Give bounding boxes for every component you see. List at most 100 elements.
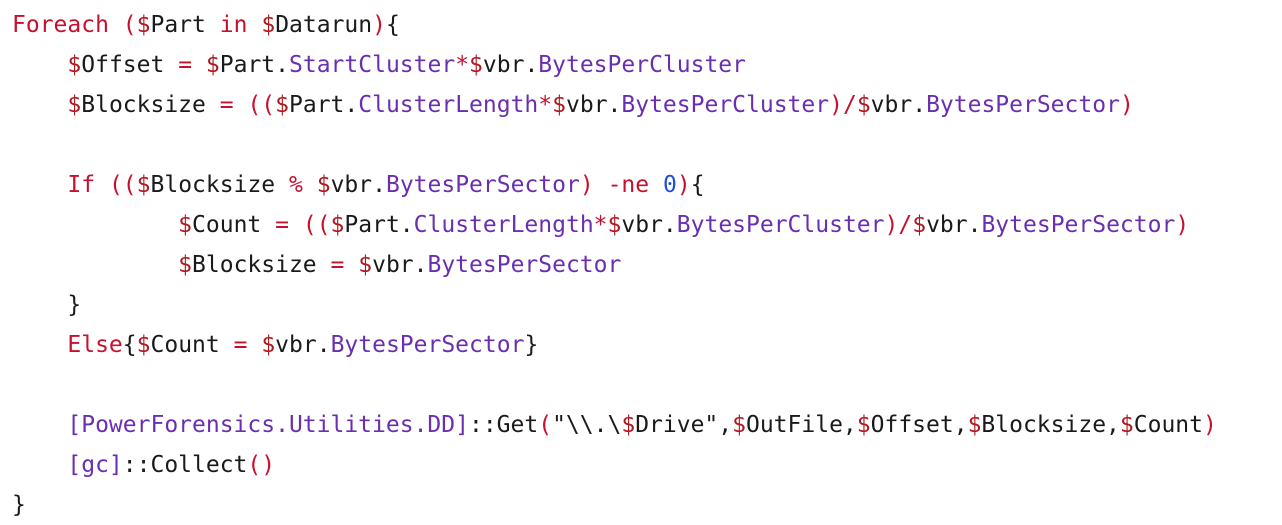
code-token: ::Collect [122, 452, 248, 478]
code-token: Drive", [635, 412, 733, 438]
code-line [12, 365, 1282, 405]
code-token [247, 332, 261, 358]
code-token: ClusterLength [358, 92, 539, 118]
code-line: Foreach ($Part in $Datarun){ [12, 5, 1282, 45]
code-token: vbr. [870, 92, 927, 118]
code-token: $ [136, 332, 151, 358]
code-token: $ [178, 212, 193, 238]
code-token: $ [316, 172, 331, 198]
code-token: (( [247, 92, 276, 118]
code-token: vbr. [566, 92, 622, 118]
code-token: $ [967, 412, 982, 438]
code-token: -ne [607, 172, 650, 198]
code-token: () [247, 452, 276, 478]
code-token: [PowerForensics.Utilities.DD] [67, 412, 469, 438]
code-token: * [593, 212, 608, 238]
code-token: BytesPerSector [385, 172, 580, 198]
code-token [12, 172, 67, 198]
code-token [192, 52, 206, 78]
code-token: in [219, 12, 248, 38]
code-token: Count [150, 332, 234, 358]
code-token [109, 12, 123, 38]
code-token: { [385, 12, 400, 38]
code-token: BytesPerCluster [538, 52, 747, 78]
code-token: BytesPerCluster [676, 212, 885, 238]
code-token: $ [621, 412, 636, 438]
code-token: Count [192, 212, 276, 238]
code-line: [PowerForensics.Utilities.DD]::Get("\\.\… [12, 405, 1282, 445]
code-token: * [455, 52, 470, 78]
code-token: (( [108, 172, 137, 198]
code-token: $ [912, 212, 927, 238]
code-token: $ [261, 332, 276, 358]
code-token [12, 92, 67, 118]
code-line: Else{$Count = $vbr.BytesPerSector} [12, 325, 1282, 365]
code-line: } [12, 285, 1282, 325]
code-token: $ [178, 252, 193, 278]
code-token: * [538, 92, 553, 118]
code-token [649, 172, 663, 198]
code-token: "\\.\ [552, 412, 622, 438]
code-token [594, 172, 608, 198]
code-token: 0 [662, 172, 677, 198]
code-token: Blocksize, [981, 412, 1120, 438]
code-token: } [12, 292, 82, 318]
code-token: $ [205, 52, 220, 78]
code-token [344, 252, 358, 278]
code-token: )/ [884, 212, 913, 238]
code-token [303, 172, 317, 198]
code-token: $ [136, 172, 151, 198]
code-token: } [524, 332, 539, 358]
code-token: Part. [219, 52, 290, 78]
code-token [12, 332, 67, 358]
code-token: $ [67, 52, 82, 78]
code-token: = [219, 92, 234, 118]
code-token: $ [1119, 412, 1134, 438]
code-token: vbr. [926, 212, 982, 238]
code-line: $Blocksize = (($Part.ClusterLength*$vbr.… [12, 85, 1282, 125]
code-token: { [122, 332, 137, 358]
code-token: $ [552, 92, 566, 118]
code-token: Blocksize [81, 92, 220, 118]
code-token: ( [122, 12, 137, 38]
code-token: Else [67, 332, 123, 358]
code-token: $ [275, 92, 290, 118]
code-token: ) [372, 12, 386, 38]
code-token: $ [330, 212, 345, 238]
code-token: Foreach [12, 12, 109, 38]
code-token: = [178, 52, 193, 78]
code-token: = [330, 252, 345, 278]
code-line: } [12, 485, 1282, 525]
code-token: vbr. [275, 332, 331, 358]
code-token: = [275, 212, 289, 238]
code-token: $ [856, 412, 871, 438]
code-line: $Blocksize = $vbr.BytesPerSector [12, 245, 1282, 285]
code-token: (( [302, 212, 331, 238]
code-token [234, 92, 248, 118]
code-token [95, 172, 109, 198]
code-token [12, 252, 178, 278]
code-token: ) [1119, 92, 1134, 118]
code-token: vbr. [372, 252, 428, 278]
code-token: BytesPerSector [330, 332, 525, 358]
code-token: { [690, 172, 705, 198]
code-token: ::Get [468, 412, 539, 438]
code-token: Datarun [275, 12, 373, 38]
code-token: ) [1203, 412, 1217, 438]
code-token: ) [676, 172, 691, 198]
code-token: Part. [289, 92, 359, 118]
code-token: $ [358, 252, 373, 278]
code-token [247, 12, 261, 38]
code-token: [gc] [67, 452, 123, 478]
code-token: Part. [344, 212, 414, 238]
code-token: Offset [81, 52, 179, 78]
code-token: )/ [829, 92, 857, 118]
code-line: $Count = (($Part.ClusterLength*$vbr.Byte… [12, 205, 1282, 245]
code-token: Offset, [870, 412, 968, 438]
code-token: = [233, 332, 248, 358]
code-token: vbr. [482, 52, 539, 78]
code-token: $ [732, 412, 746, 438]
code-token: Part [150, 12, 220, 38]
code-token: Blocksize [150, 172, 289, 198]
